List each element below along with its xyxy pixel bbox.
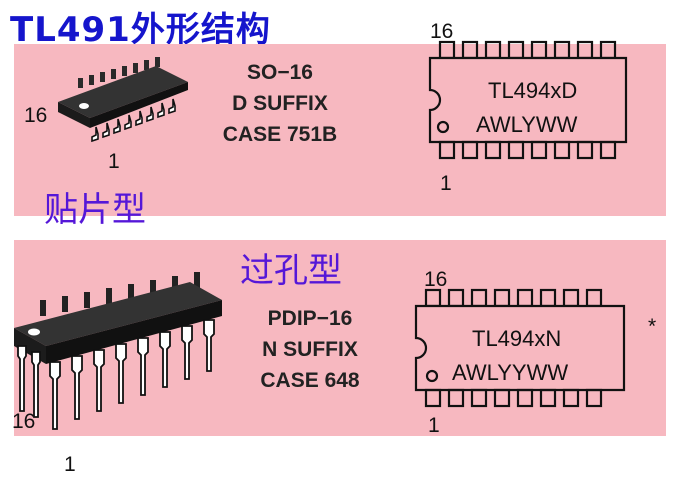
tht-type-label: 过孔型 bbox=[240, 251, 342, 291]
so16-marking-line2: AWLYWW bbox=[476, 112, 578, 137]
so16-chip-drawing bbox=[58, 57, 188, 143]
pdip16-package-text: PDIP−16 N SUFFIX CASE 648 bbox=[230, 303, 390, 396]
package-name: SO−16 bbox=[247, 61, 313, 84]
package-case: CASE 648 bbox=[260, 369, 360, 392]
pdip16-chip-drawing bbox=[14, 272, 222, 430]
smd-type-label: 贴片型 bbox=[44, 190, 146, 230]
so16-marking-diagram bbox=[428, 40, 628, 160]
so16-marking-pin1-label: 1 bbox=[440, 172, 452, 195]
so16-marking-pin16-label: 16 bbox=[430, 20, 454, 43]
so16-pin16-label: 16 bbox=[24, 104, 48, 127]
pdip16-pin1-label: 1 bbox=[64, 453, 76, 476]
pdip16-marking-pin16-label: 16 bbox=[424, 268, 448, 291]
package-case: CASE 751B bbox=[222, 123, 338, 146]
pdip16-pin16-label: 16 bbox=[12, 410, 36, 433]
so16-marking-line1: TL494xD bbox=[488, 78, 578, 103]
pdip16-marking-line2: AWLYYWW bbox=[452, 360, 569, 385]
pdip16-marking-diagram bbox=[414, 288, 626, 408]
pdip16-asterisk: * bbox=[648, 315, 657, 338]
package-suffix: N SUFFIX bbox=[262, 338, 358, 361]
so16-pin1-label: 1 bbox=[108, 150, 120, 173]
page-title: TL491外形结构 bbox=[10, 10, 271, 50]
package-name: PDIP−16 bbox=[267, 307, 353, 330]
so16-package-text: SO−16 D SUFFIX CASE 751B bbox=[205, 57, 355, 150]
pdip16-marking-pin1-label: 1 bbox=[428, 414, 440, 437]
pdip16-marking-line1: TL494xN bbox=[472, 326, 562, 351]
package-suffix: D SUFFIX bbox=[232, 92, 328, 115]
